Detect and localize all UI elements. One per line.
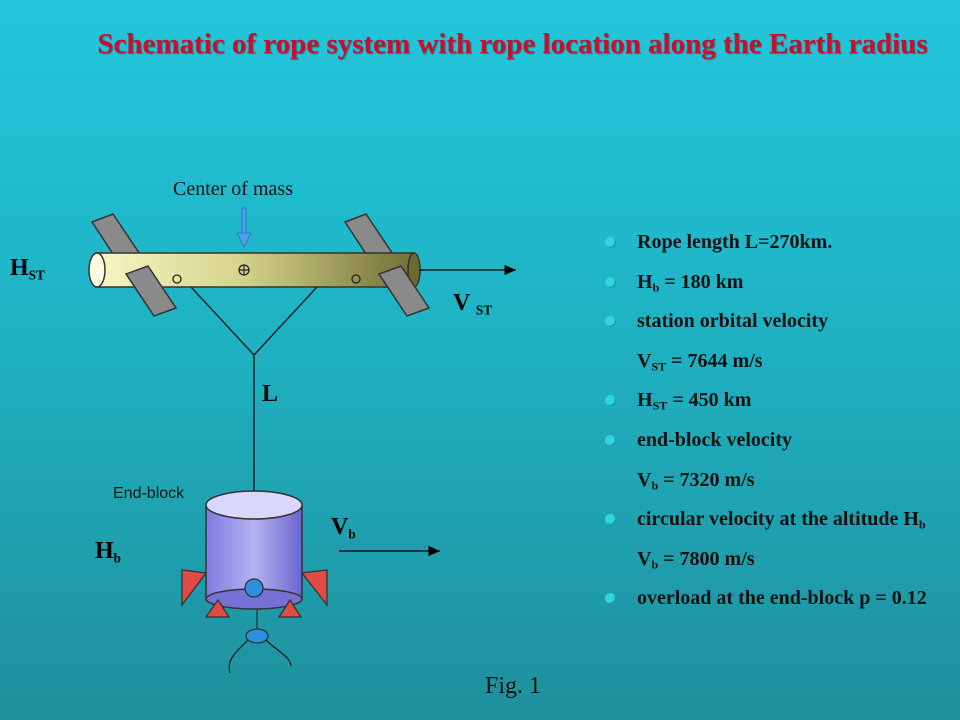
center-of-mass-arrow bbox=[236, 207, 252, 248]
list-item: end-block velocity bbox=[605, 428, 950, 458]
solar-panel bbox=[124, 265, 178, 317]
parameter-list: Rope length L=270km. Hb = 180 km station… bbox=[605, 230, 950, 626]
solar-panel bbox=[377, 265, 431, 317]
page-title: Schematic of rope system with rope locat… bbox=[97, 28, 928, 60]
figure-caption: Fig. 1 bbox=[485, 673, 542, 699]
end-block-port bbox=[244, 578, 264, 598]
list-item: VST = 7644 m/s bbox=[637, 349, 763, 374]
list-item: station orbital velocity bbox=[605, 309, 950, 339]
list-item: Hb = 180 km bbox=[605, 270, 950, 300]
center-of-mass-marker bbox=[238, 264, 250, 276]
thruster bbox=[277, 598, 303, 618]
list-item: HST = 450 km bbox=[605, 388, 950, 418]
thruster bbox=[300, 569, 328, 607]
list-item: Vb = 7800 m/s bbox=[637, 547, 755, 572]
list-item: overload at the end-block p = 0.12 bbox=[605, 586, 950, 616]
station-altitude-label: HST bbox=[10, 255, 45, 283]
rope-length-label: L bbox=[262, 381, 279, 407]
list-item: Vb = 7320 m/s bbox=[637, 468, 755, 493]
list-item: circular velocity at the altitude Hb bbox=[605, 507, 950, 537]
attachment-point bbox=[172, 274, 182, 284]
end-block-altitude-label: Hb bbox=[95, 538, 122, 566]
end-block-velocity-label: Vb bbox=[331, 514, 356, 542]
probe bbox=[228, 609, 292, 674]
attachment-point bbox=[351, 274, 361, 284]
list-item: Rope length L=270km. bbox=[605, 230, 950, 260]
thruster bbox=[181, 569, 208, 607]
center-of-mass-label: Center of mass bbox=[173, 178, 293, 200]
thruster bbox=[204, 598, 231, 618]
station-velocity-label: V ST bbox=[453, 290, 493, 318]
end-block-label: End-block bbox=[113, 485, 185, 502]
rope bbox=[190, 286, 318, 493]
